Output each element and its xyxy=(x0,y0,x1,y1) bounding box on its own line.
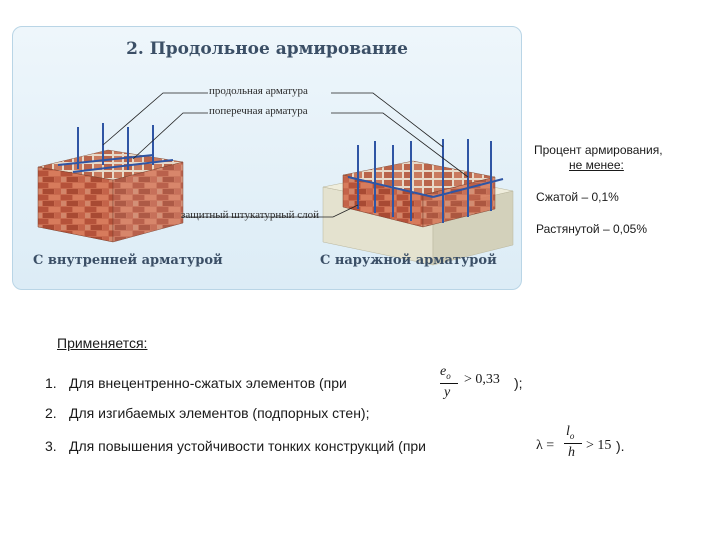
caption-outer: С наружной арматурой xyxy=(320,253,497,268)
leader-lines xyxy=(102,92,469,218)
list-item-3-tail: ). xyxy=(616,438,625,454)
outer-wall-drawing xyxy=(322,139,514,266)
list-item: 3.Для повышения устойчивости тонких конс… xyxy=(45,438,427,454)
list-item: 1.Для внецентренно-сжатых элементов (при xyxy=(45,375,347,391)
percent-title-line1: Процент армирования, xyxy=(534,143,663,157)
list-item-1-tail: ); xyxy=(514,375,523,391)
applies-heading: Применяется: xyxy=(57,335,148,351)
inner-rebar xyxy=(57,123,174,173)
label-plaster: защитный штукатурный слой xyxy=(181,209,320,221)
label-transverse: поперечная арматура xyxy=(209,105,308,117)
panel-title: 2. Продольное армирование xyxy=(126,39,408,59)
label-longitudinal: продольная арматура xyxy=(209,85,308,97)
inner-wall-drawing xyxy=(37,123,184,243)
caption-inner: С внутренней арматурой xyxy=(33,253,223,268)
illustration-panel: 2. Продольное армирование продольная арм… xyxy=(12,26,522,290)
outer-rebar xyxy=(347,139,504,223)
percent-compressed: Сжатой – 0,1% xyxy=(536,190,619,204)
wall-illustration xyxy=(37,92,514,266)
list-item: 2.Для изгибаемых элементов (подпорных ст… xyxy=(45,405,370,421)
percent-tensile: Растянутой – 0,05% xyxy=(536,222,648,236)
percent-title-line2: не менее: xyxy=(569,158,624,172)
